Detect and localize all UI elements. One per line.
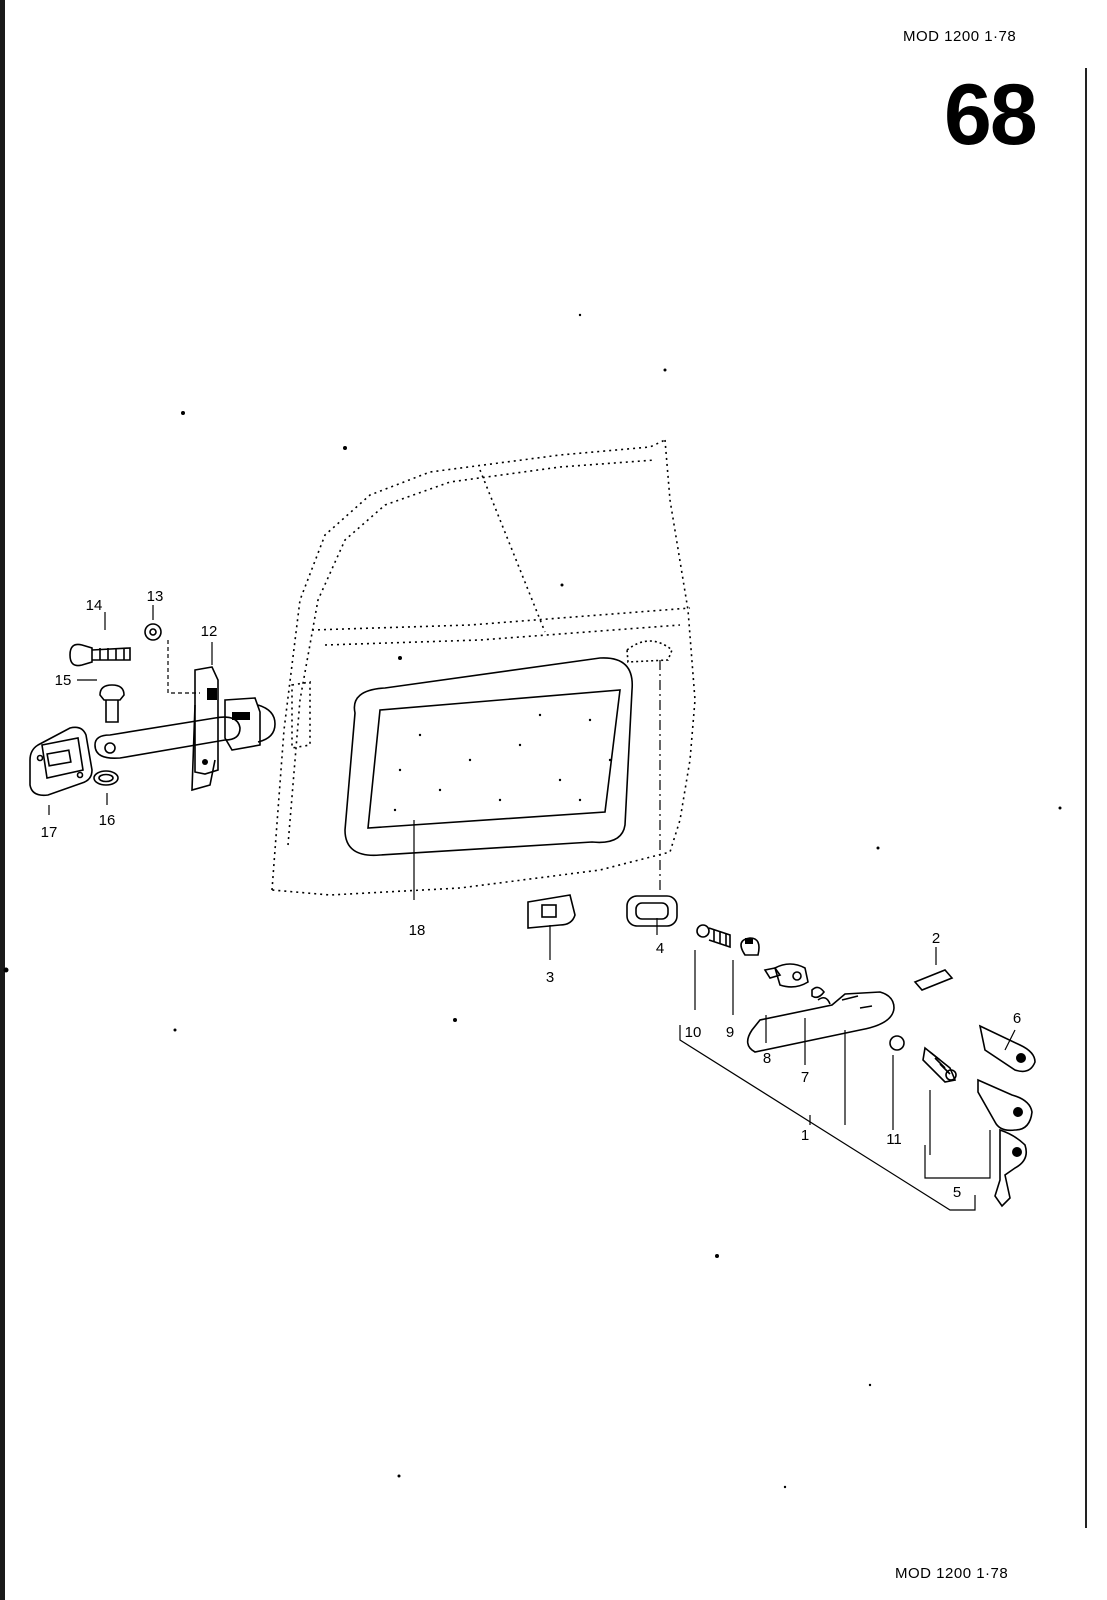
callout-12: 12 bbox=[201, 623, 218, 640]
trim-panel-dots bbox=[393, 713, 612, 812]
door-trim-panel bbox=[344, 640, 673, 857]
callout-6: 6 bbox=[1013, 1010, 1021, 1027]
model-header: MOD 1200 1·78 bbox=[903, 28, 1017, 45]
callout-7: 7 bbox=[801, 1069, 809, 1086]
callout-3: 3 bbox=[546, 969, 554, 986]
door-check-dark-fills bbox=[202, 688, 250, 765]
callout-14: 14 bbox=[86, 597, 103, 614]
leader-lines bbox=[48, 605, 1016, 1211]
handle-gasket bbox=[626, 895, 678, 927]
model-footer: MOD 1200 1·78 bbox=[895, 1565, 1009, 1582]
callout-17: 17 bbox=[41, 824, 58, 841]
page-number: 68 bbox=[944, 67, 1038, 163]
callout-18: 18 bbox=[409, 922, 426, 939]
callout-2: 2 bbox=[932, 930, 940, 947]
callout-9: 9 bbox=[726, 1024, 734, 1041]
callout-8: 8 bbox=[763, 1050, 771, 1067]
trim-bezel bbox=[527, 894, 576, 929]
callout-1: 1 bbox=[801, 1127, 809, 1144]
callout-5: 5 bbox=[953, 1184, 961, 1201]
callout-11: 11 bbox=[886, 1131, 902, 1148]
handle-dark-fills bbox=[745, 938, 1026, 1157]
scan-left-edge bbox=[0, 0, 5, 1600]
outer-handle-assembly bbox=[696, 924, 1036, 1208]
callout-16: 16 bbox=[99, 812, 116, 829]
page-right-rule bbox=[1085, 68, 1087, 1528]
callout-15: 15 bbox=[55, 672, 72, 689]
door-outline bbox=[271, 439, 696, 896]
door-check-assembly bbox=[29, 623, 276, 797]
callout-10: 10 bbox=[685, 1024, 702, 1041]
callout-4: 4 bbox=[656, 940, 664, 957]
scan-specks bbox=[3, 313, 1062, 1489]
callout-13: 13 bbox=[147, 588, 164, 605]
callout-labels: 1 2 3 4 5 6 7 8 9 10 11 12 13 14 15 16 1… bbox=[41, 588, 1022, 1201]
